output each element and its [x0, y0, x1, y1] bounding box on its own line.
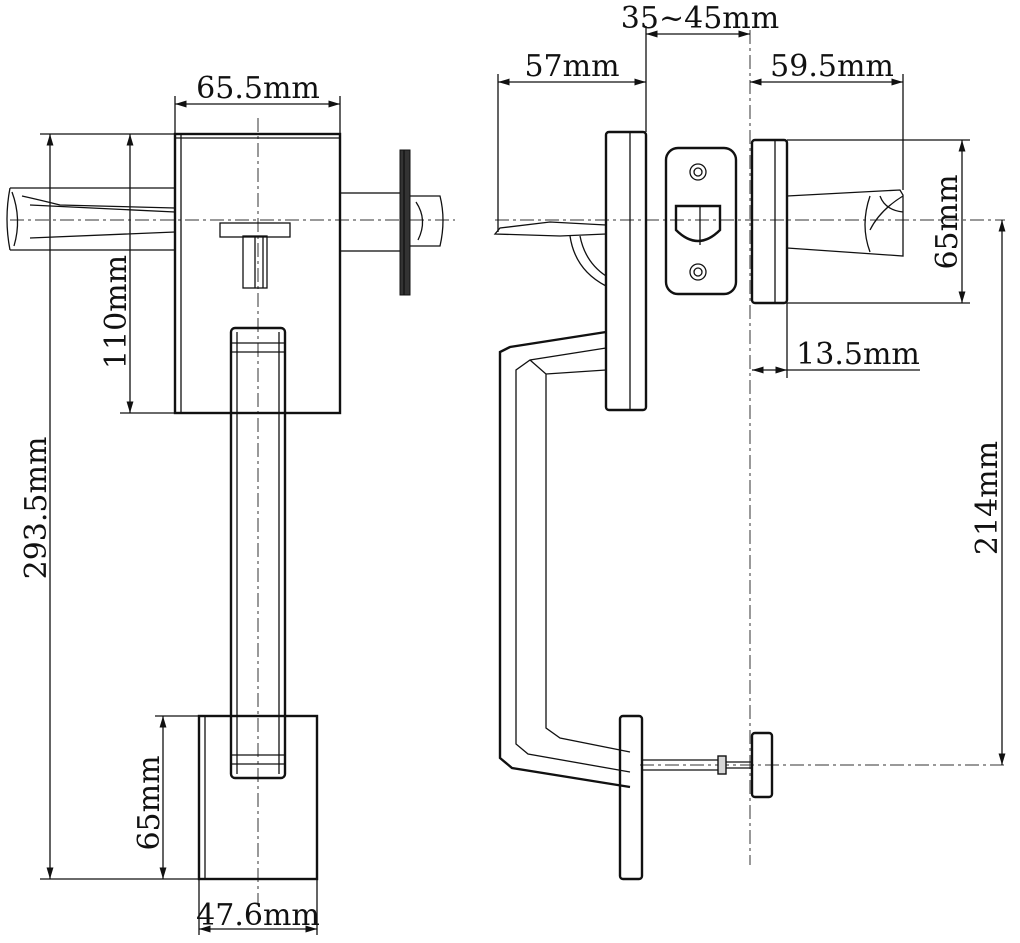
grip-handle-side: [498, 330, 631, 789]
inside-rose: [750, 138, 789, 305]
latch-faceplate: [664, 146, 738, 296]
dim-door-thickness: 35~45mm: [621, 1, 779, 132]
label-door-thickness: 35~45mm: [621, 1, 779, 36]
label-overall-height: 293.5mm: [19, 437, 54, 580]
inside-lower-rose: [618, 714, 644, 881]
bottom-plate: [197, 714, 319, 881]
front-escutcheon: [173, 132, 342, 415]
latch-assembly: [339, 149, 444, 296]
label-outside-projection: 57mm: [524, 49, 619, 84]
dim-overall-height: 293.5mm: [19, 133, 199, 880]
dim-thumb-lever-height: 110mm: [99, 133, 175, 414]
dim-inside-lever-projection: 59.5mm: [750, 49, 904, 190]
side-view: 35~45mm 57mm 59.5mm 65mm 13.5mm: [493, 1, 1006, 881]
front-lever: [6, 187, 176, 251]
thumb-lever-side: [493, 221, 607, 237]
dim-inside-rose: 65mm: [787, 139, 970, 304]
dim-lever-to-deadbolt: 214mm: [970, 220, 1006, 765]
dim-outside-projection: 57mm: [497, 49, 646, 232]
label-rose-thickness: 13.5mm: [796, 337, 920, 372]
outside-escutcheon-side: [604, 130, 648, 412]
dim-rose-thickness: 13.5mm: [752, 303, 920, 378]
label-inside-rose: 65mm: [930, 174, 965, 269]
label-thumb-lever-height: 110mm: [99, 255, 134, 369]
dim-front-plate-width: 65.5mm: [174, 71, 341, 134]
front-view: 65.5mm 110mm 293.5mm 65mm 47.6mm: [6, 71, 455, 935]
dim-bottom-plate-height: 65mm: [132, 715, 199, 879]
inside-lever: [786, 189, 904, 257]
label-lever-to-deadbolt: 214mm: [970, 441, 1005, 555]
dim-bottom-plate-width: 47.6mm: [196, 879, 320, 935]
thumb-piece-icon: [219, 222, 291, 289]
label-bottom-plate-width: 47.6mm: [196, 898, 320, 933]
grip-handle: [229, 326, 287, 780]
label-front-plate-width: 65.5mm: [196, 71, 320, 106]
label-bottom-plate-height: 65mm: [132, 755, 167, 850]
label-inside-lever-projection: 59.5mm: [770, 49, 894, 84]
deadbolt-turn-knob: [750, 731, 774, 799]
